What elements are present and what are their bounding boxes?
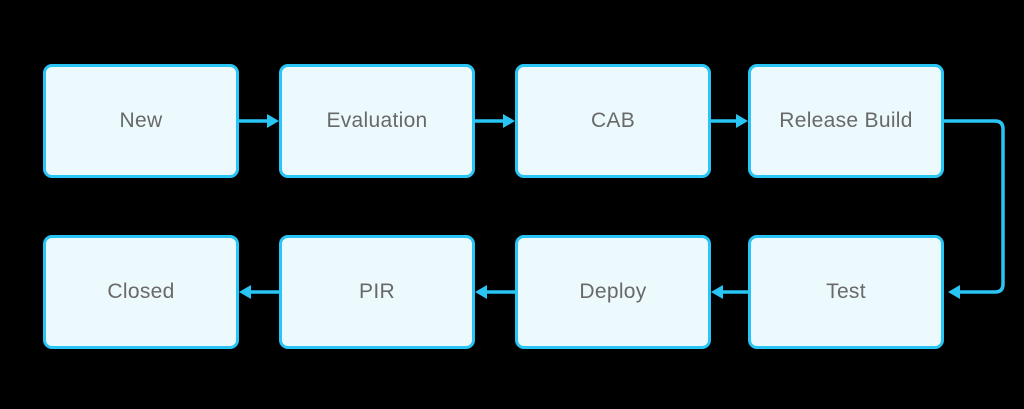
node-test: Test [748,235,944,349]
node-release-build: Release Build [748,64,944,178]
node-evaluation: Evaluation [279,64,475,178]
node-label: Evaluation [326,109,428,132]
node-label: PIR [359,280,395,303]
arrow-new-to-evaluation [239,114,279,128]
node-label: Deploy [579,280,647,303]
arrow-pir-to-closed [239,285,279,299]
arrow-test-to-deploy [711,285,748,299]
node-new: New [43,64,239,178]
node-deploy: Deploy [515,235,711,349]
node-closed: Closed [43,235,239,349]
arrow-evaluation-to-cab [475,114,515,128]
node-label: Closed [107,280,175,303]
arrow-deploy-to-pir [475,285,515,299]
node-label: CAB [590,109,636,132]
arrow-cab-to-release-build [711,114,748,128]
node-cab: CAB [515,64,711,178]
node-pir: PIR [279,235,475,349]
node-label: Release Build [779,109,913,132]
node-label: New [119,109,163,132]
node-label: Test [826,280,866,303]
arrow-release-build-to-test [944,119,1005,299]
